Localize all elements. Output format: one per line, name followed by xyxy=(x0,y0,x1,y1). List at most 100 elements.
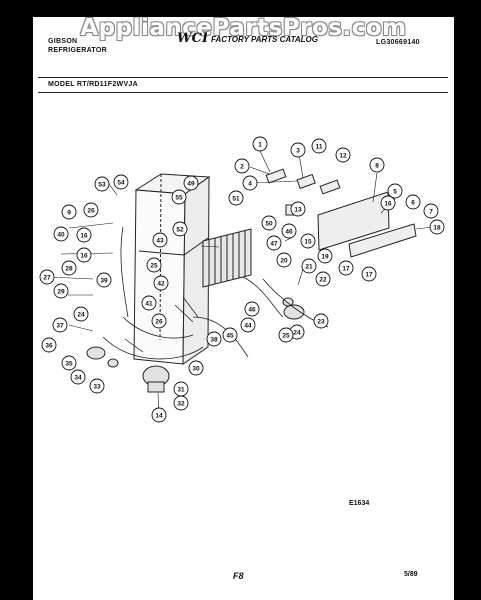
callout-label-32: 32 xyxy=(177,400,185,407)
catalog-title: FACTORY PARTS CATALOG xyxy=(211,35,318,44)
callout-label-42: 42 xyxy=(157,280,165,287)
callout-balloon-29 xyxy=(53,283,69,299)
callout-label-17: 17 xyxy=(342,265,350,272)
callout-label-49: 49 xyxy=(187,180,195,187)
brand-name: GIBSON xyxy=(48,38,78,45)
callout-balloon-37 xyxy=(52,317,68,333)
callout-balloon-26b xyxy=(151,313,167,329)
callout-balloon-19 xyxy=(317,248,333,264)
callout-balloon-18 xyxy=(429,219,445,235)
callout-label-7: 7 xyxy=(429,208,433,215)
callout-balloon-27 xyxy=(39,269,55,285)
callout-balloon-16 xyxy=(380,195,396,211)
callout-balloon-38 xyxy=(206,331,222,347)
callout-label-35: 35 xyxy=(65,360,73,367)
callout-balloon-20 xyxy=(276,252,292,268)
callout-label-16b: 16 xyxy=(80,252,88,259)
callout-label-16: 16 xyxy=(384,200,392,207)
callout-label-22: 22 xyxy=(319,276,327,283)
callout-label-9: 9 xyxy=(67,209,71,216)
callout-balloon-4 xyxy=(242,175,258,191)
catalog-date: 5/89 xyxy=(404,571,418,578)
callout-label-20: 20 xyxy=(280,257,288,264)
callout-label-46: 46 xyxy=(285,228,293,235)
callout-balloon-24 xyxy=(73,306,89,322)
callout-balloon-16a xyxy=(76,227,92,243)
callout-balloon-45 xyxy=(222,327,238,343)
figure-code: E1634 xyxy=(349,500,370,507)
callout-label-45: 45 xyxy=(226,332,234,339)
callout-balloon-23 xyxy=(313,313,329,329)
callout-balloon-46b xyxy=(244,301,260,317)
callout-label-31: 31 xyxy=(177,386,185,393)
callout-label-29: 29 xyxy=(57,288,65,295)
callout-label-50: 50 xyxy=(265,220,273,227)
callout-balloon-41 xyxy=(141,295,157,311)
callout-label-53: 53 xyxy=(98,181,106,188)
callout-label-39: 39 xyxy=(100,277,108,284)
callout-balloon-1 xyxy=(252,136,268,152)
callout-label-17b: 17 xyxy=(365,271,373,278)
header-rule-bottom xyxy=(38,92,448,93)
callout-balloon-53 xyxy=(94,176,110,192)
callout-balloon-7 xyxy=(423,203,439,219)
callout-balloon-25b xyxy=(278,327,294,343)
wci-logo-text: WCI xyxy=(177,31,207,44)
part-callouts: 1234567891112131415161718192021222324252… xyxy=(39,136,445,423)
callout-balloon-2 xyxy=(234,158,250,174)
site-watermark: AppliancePartsPros.com xyxy=(80,17,407,41)
callout-balloon-47 xyxy=(266,235,282,251)
page-label: F8 xyxy=(233,571,244,581)
evaporator-coil xyxy=(202,228,252,288)
callout-label-26: 26 xyxy=(87,207,95,214)
callout-balloon-28 xyxy=(61,260,77,276)
callout-label-21: 21 xyxy=(305,263,313,270)
callout-label-55: 55 xyxy=(175,194,183,201)
callout-balloon-13 xyxy=(290,201,306,217)
callout-label-12: 12 xyxy=(339,152,347,159)
callout-balloon-21 xyxy=(301,258,317,274)
callout-balloon-8 xyxy=(369,157,385,173)
callout-label-1: 1 xyxy=(258,141,262,148)
callout-label-19: 19 xyxy=(321,253,329,260)
callout-label-27: 27 xyxy=(43,274,51,281)
callout-label-41: 41 xyxy=(145,300,153,307)
callout-balloon-54 xyxy=(113,174,129,190)
callout-label-30: 30 xyxy=(192,365,200,372)
parts-diagram-page: AppliancePartsPros.com GIBSON REFRIGERAT… xyxy=(33,17,454,600)
callout-balloon-32 xyxy=(173,395,189,411)
exploded-parts-diagram: 1234567891112131415161718192021222324252… xyxy=(39,136,445,423)
callout-label-26b: 26 xyxy=(155,318,163,325)
callout-balloon-49 xyxy=(183,175,199,191)
callout-label-25: 25 xyxy=(150,262,158,269)
callout-label-28: 28 xyxy=(65,265,73,272)
callout-label-18: 18 xyxy=(433,224,441,231)
callout-balloon-44 xyxy=(240,317,256,333)
callout-label-11: 11 xyxy=(316,143,323,150)
callout-balloon-6 xyxy=(405,194,421,210)
callout-balloon-9 xyxy=(61,204,77,220)
callout-label-2: 2 xyxy=(240,163,244,170)
callout-balloon-25 xyxy=(146,257,162,273)
callout-label-40: 40 xyxy=(57,231,65,238)
callout-label-25b: 25 xyxy=(282,332,290,339)
leader-lines xyxy=(48,150,433,421)
callout-balloon-46 xyxy=(281,223,297,239)
callout-balloon-17 xyxy=(338,260,354,276)
product-name: REFRIGERATOR xyxy=(48,47,107,54)
model-number: MODEL RT/RD11F2WVJA xyxy=(48,81,138,88)
callout-label-24: 24 xyxy=(77,311,85,318)
callout-balloon-12 xyxy=(335,147,351,163)
callout-balloon-55 xyxy=(171,189,187,205)
callout-balloon-16b xyxy=(76,247,92,263)
callout-balloon-51 xyxy=(228,190,244,206)
callout-balloon-50 xyxy=(261,215,277,231)
callout-balloon-34 xyxy=(70,369,86,385)
callout-label-6: 6 xyxy=(411,199,415,206)
callout-balloon-52 xyxy=(172,221,188,237)
callout-label-38: 38 xyxy=(210,336,218,343)
callout-label-54: 54 xyxy=(117,179,125,186)
callout-label-5: 5 xyxy=(393,188,397,195)
callout-balloon-17b xyxy=(361,266,377,282)
callout-balloon-35 xyxy=(61,355,77,371)
